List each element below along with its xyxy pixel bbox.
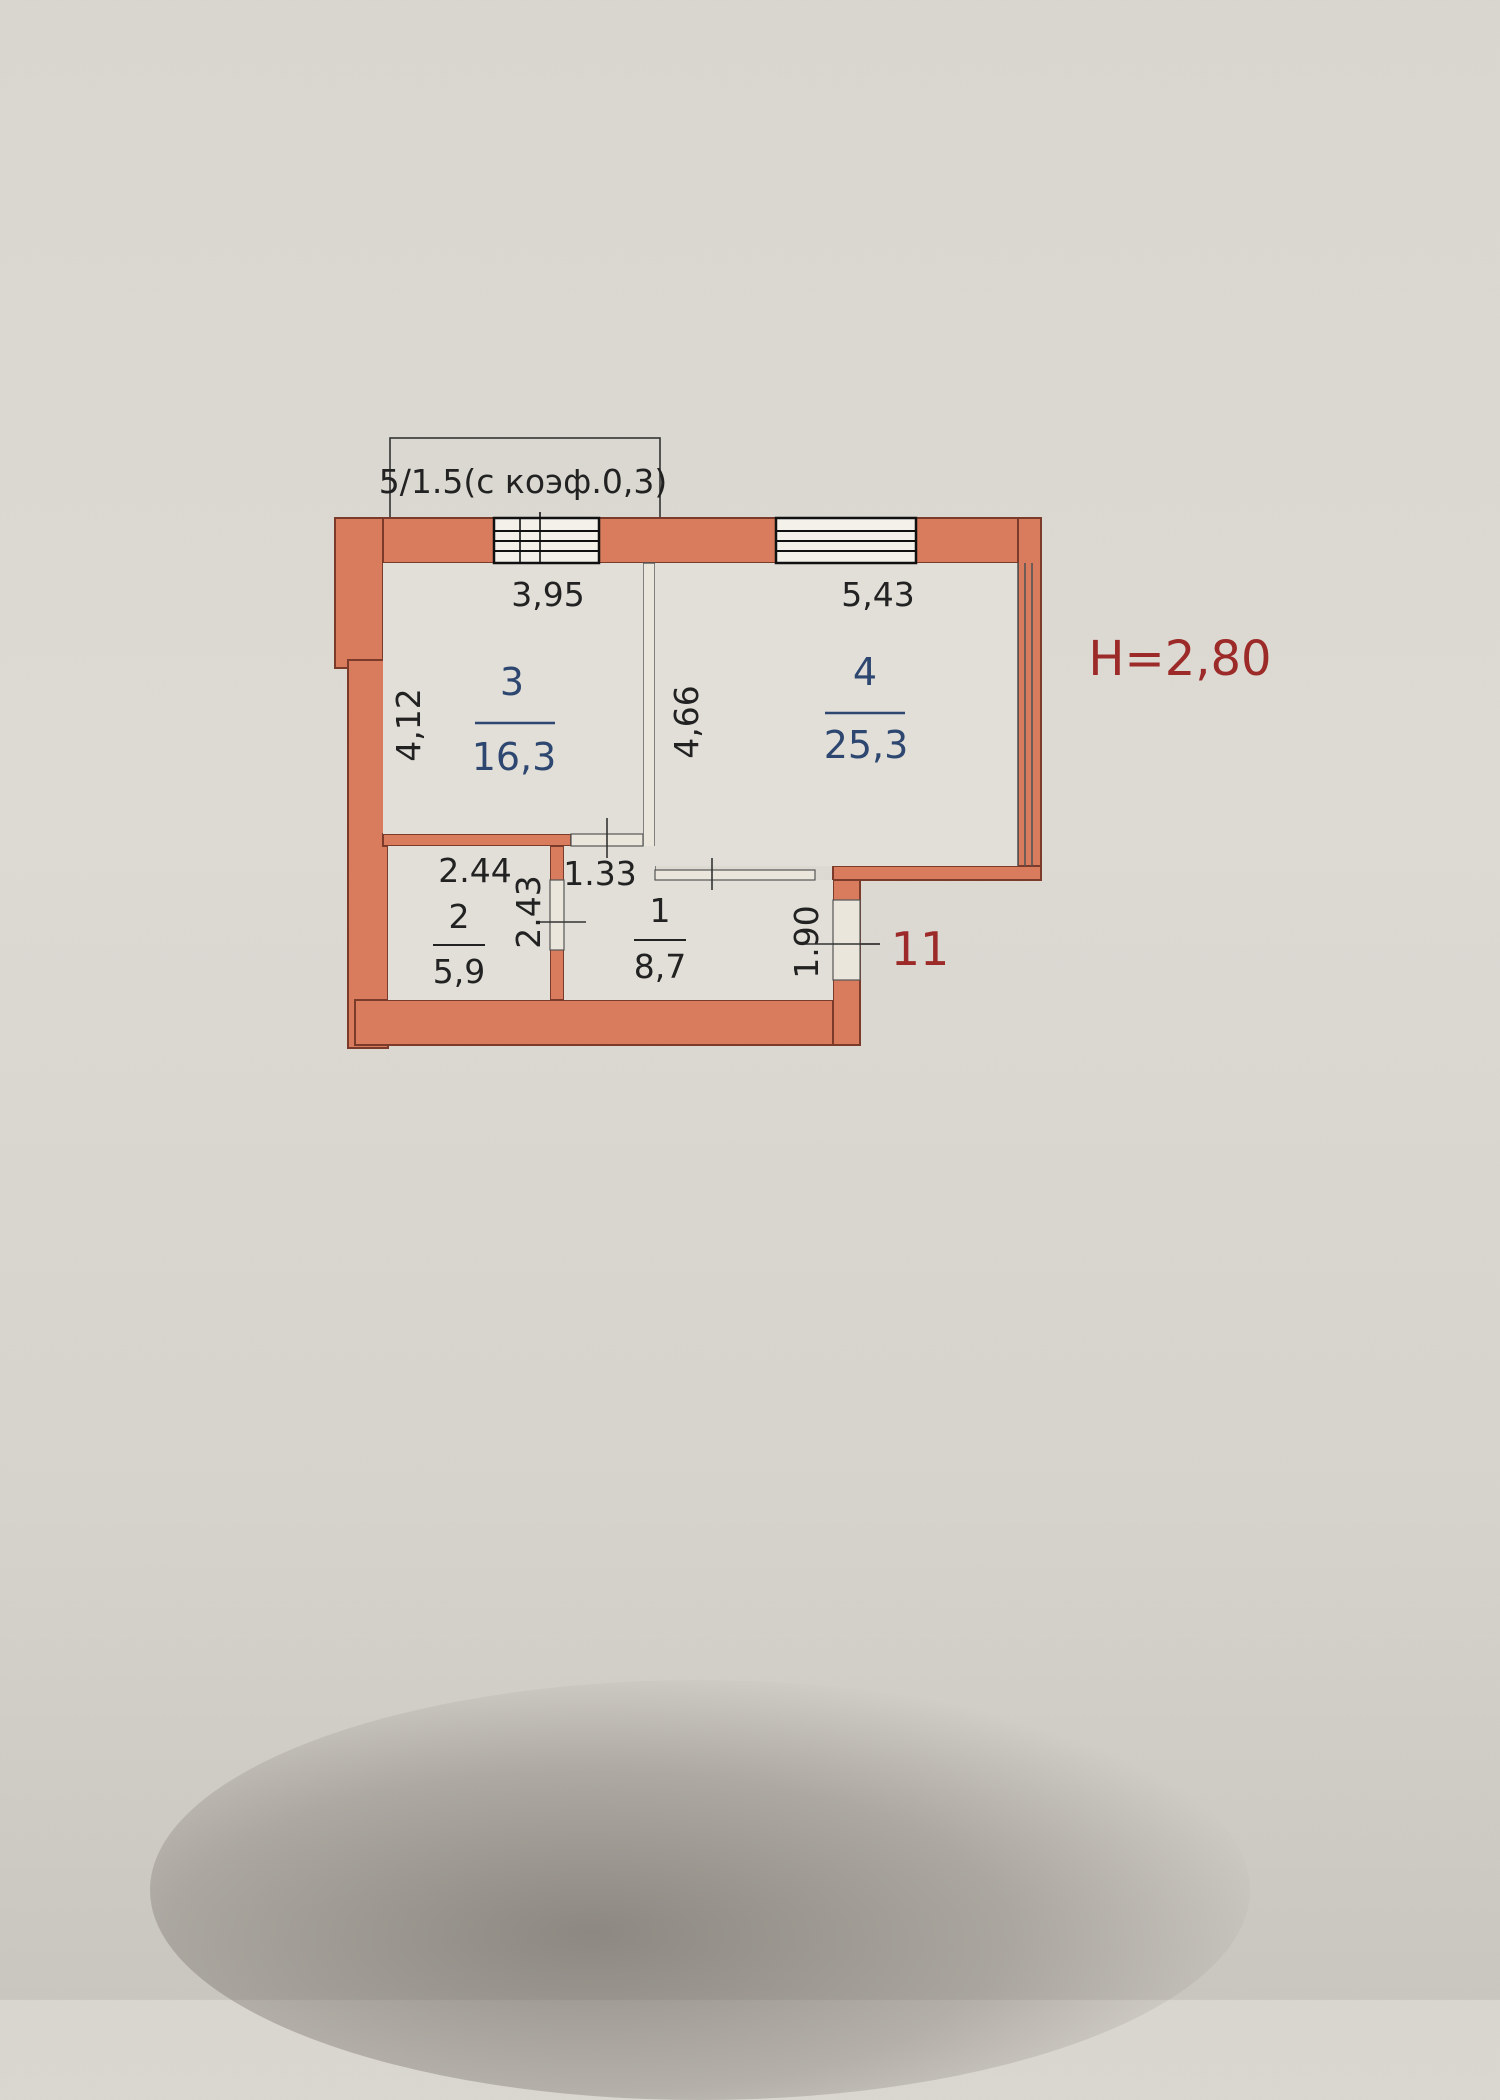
room-2-floor (388, 846, 550, 1000)
room-4-width: 5,43 (841, 575, 914, 614)
room-3-width: 3,95 (511, 575, 584, 614)
room-2-area: 5,9 (433, 952, 485, 991)
room-1-depth: 1.90 (787, 905, 826, 978)
wall-right-window (1017, 517, 1042, 877)
door-marks (538, 818, 880, 981)
balcony-label: 5/1.5(с коэф.0,3) (379, 462, 667, 501)
ceiling-height-label: H=2,80 (1088, 631, 1271, 687)
room-1-floor (564, 880, 833, 1000)
room-1-nook (564, 846, 655, 880)
wall-left-lower (347, 659, 389, 1049)
room-2-number: 2 (449, 897, 470, 936)
wall-partition-room3-room4 (642, 562, 656, 882)
floor-plan: 5/1.5(с коэф.0,3) (334, 437, 1272, 1049)
walls (334, 517, 1042, 1049)
wall-partition-room3-room2 (382, 833, 572, 847)
room-3-floor (383, 563, 643, 834)
room-4-depth: 4,66 (667, 685, 706, 758)
room-1-number: 1 (650, 891, 671, 930)
room-3-number: 3 (500, 660, 524, 704)
wall-top (334, 517, 1042, 564)
room-2-width: 2.44 (438, 851, 511, 890)
room-4-area: 25,3 (824, 723, 909, 767)
room-1-width: 1.33 (563, 854, 636, 893)
room-2-depth: 2.43 (509, 875, 548, 948)
window-room-3 (492, 512, 601, 565)
wall-partition-room4-hall (832, 865, 1042, 881)
room-1-area: 8,7 (634, 947, 686, 986)
wall-left-upper (334, 517, 384, 669)
wall-bottom (354, 999, 861, 1046)
entrance-label: 11 (891, 922, 950, 976)
room-4-number: 4 (853, 650, 877, 694)
room-4-floor (655, 563, 1018, 866)
window-room-4-right (1017, 563, 1033, 866)
room-3-depth: 4,12 (389, 688, 428, 761)
window-room-4 (774, 516, 918, 565)
room-3-area: 16,3 (472, 735, 557, 779)
